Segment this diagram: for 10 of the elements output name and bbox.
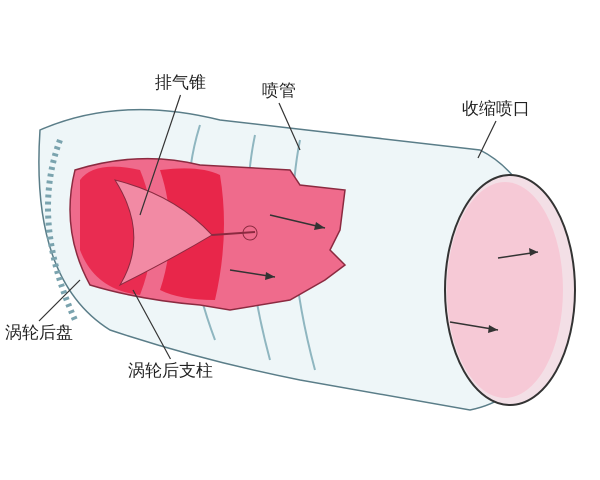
part-label: 喷管 [262, 80, 296, 102]
part-label: 涡轮后盘 [5, 322, 73, 344]
part-label: 排气锥 [155, 72, 206, 94]
leader-line [38, 280, 80, 322]
leader-line [132, 290, 172, 360]
leader-line [477, 120, 497, 158]
leader-line [278, 102, 301, 150]
leader-line [139, 94, 182, 216]
part-label: 涡轮后支柱 [128, 360, 213, 382]
part-label: 收缩喷口 [462, 98, 530, 120]
